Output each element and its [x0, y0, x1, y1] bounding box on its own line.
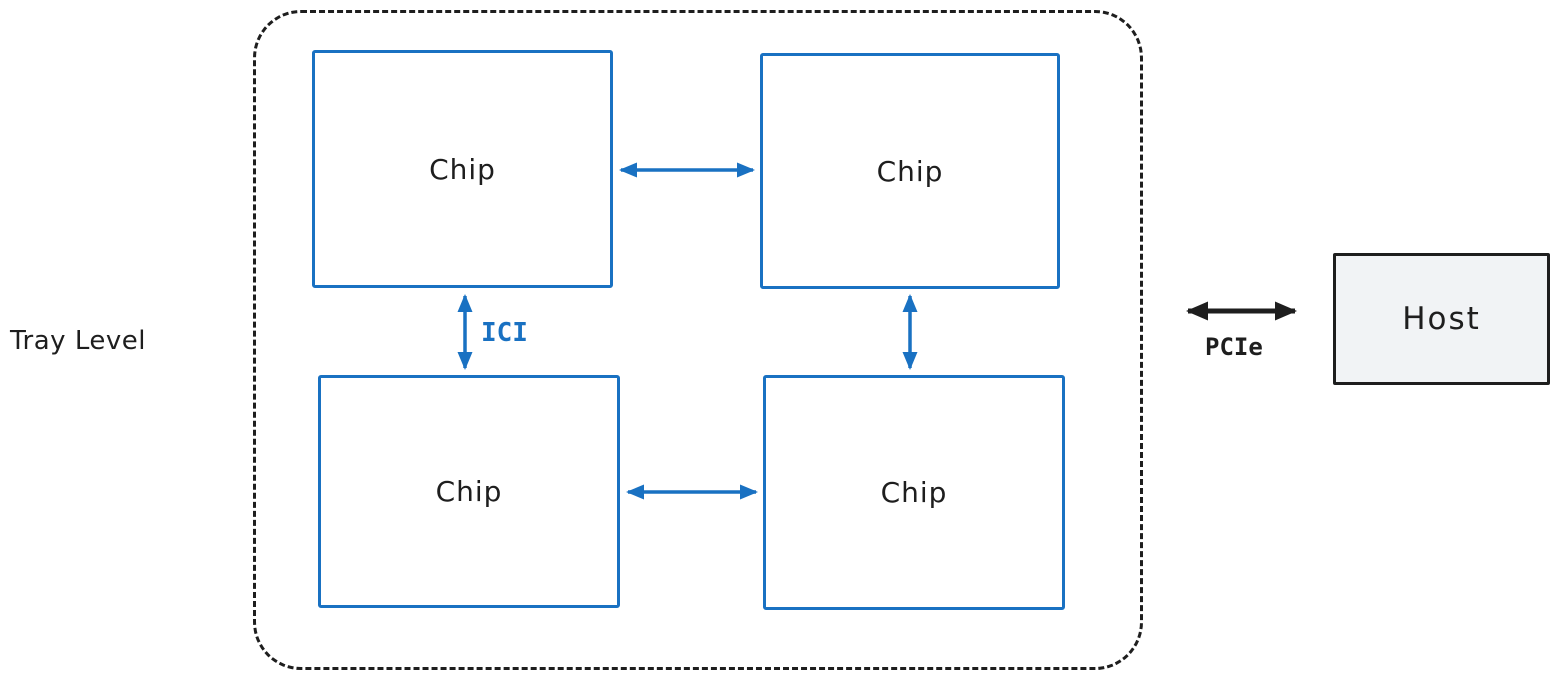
host-label: Host	[1402, 301, 1481, 337]
chip-label: Chip	[880, 476, 948, 509]
chip-box-top-right: Chip	[760, 53, 1060, 289]
pcie-link-label: PCIe	[1205, 333, 1263, 361]
chip-box-bottom-right: Chip	[763, 375, 1065, 610]
chip-box-bottom-left: Chip	[318, 375, 620, 608]
chip-label: Chip	[876, 154, 944, 188]
chip-label: Chip	[429, 152, 496, 186]
chip-box-top-left: Chip	[312, 50, 613, 288]
chip-label: Chip	[435, 475, 503, 508]
host-box: Host	[1333, 253, 1550, 385]
tray-boundary	[253, 10, 1143, 670]
ici-link-label: ICI	[481, 318, 528, 348]
tray-level-label: Tray Level	[10, 326, 146, 356]
